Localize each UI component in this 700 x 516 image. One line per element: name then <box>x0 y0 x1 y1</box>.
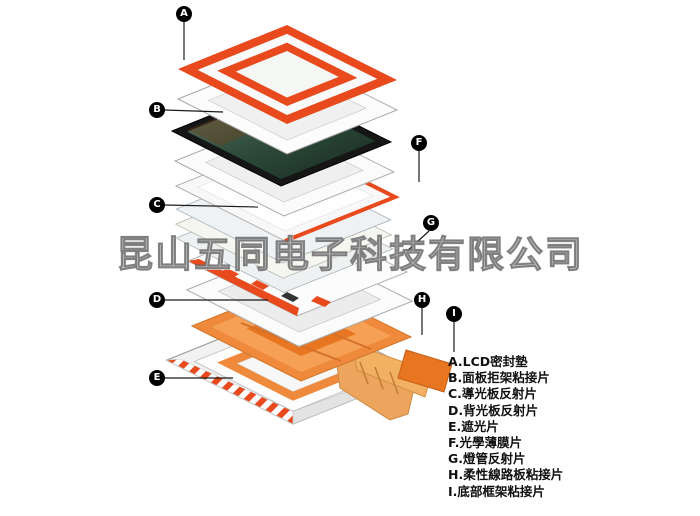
legend-item-g: G.燈管反射片 <box>448 451 526 467</box>
callout-i: I <box>446 306 462 322</box>
leader-line-b <box>164 109 224 113</box>
callout-c: C <box>149 197 165 213</box>
legend: A.LCD密封墊 B.面板拒架粘接片 C.導光板反射片 D.背光板反射片 E.遮… <box>448 354 563 500</box>
leader-lines <box>164 22 455 379</box>
layer-g-lamp-reflector <box>187 216 408 317</box>
legend-item-c: C.導光板反射片 <box>448 386 537 402</box>
leader-line-g <box>404 230 430 254</box>
legend-item-d: D.背光板反射片 <box>448 402 539 418</box>
legend-item-i: I.底部框架粘接片 <box>448 483 545 499</box>
watermark-text: 昆山五同电子科技有限公司 <box>116 233 584 277</box>
legend-item-a: A.LCD密封墊 <box>448 354 528 369</box>
flex-cables <box>334 343 453 421</box>
legend-item-f: F.光學薄膜片 <box>448 435 522 451</box>
legend-item-b: B.面板拒架粘接片 <box>448 370 550 386</box>
callout-a: A <box>176 6 192 22</box>
leader-line-c <box>164 204 259 208</box>
callout-h: H <box>414 292 430 308</box>
callout-f: F <box>411 135 427 151</box>
legend-item-e: E.遮光片 <box>448 418 499 434</box>
callout-d: D <box>149 292 165 308</box>
callout-e: E <box>149 370 165 386</box>
flex-connector <box>397 349 453 393</box>
legend-item-h: H.柔性線路板粘接片 <box>448 467 564 483</box>
callout-g: G <box>423 215 439 231</box>
callout-b: B <box>149 102 165 118</box>
